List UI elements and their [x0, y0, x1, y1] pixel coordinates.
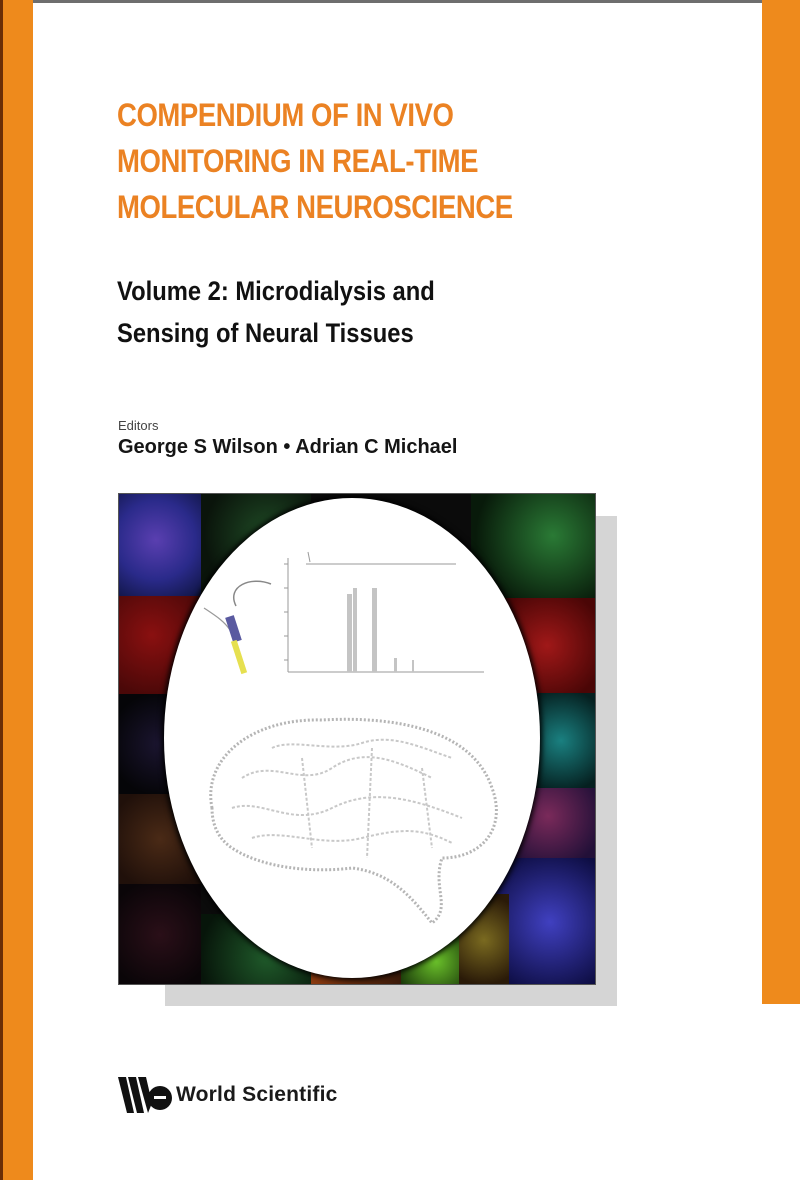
microdialysis-probe-icon: [203, 580, 272, 675]
book-title: COMPENDIUM OF IN VIVO MONITORING IN REAL…: [117, 92, 513, 230]
top-edge-strip: [0, 0, 800, 3]
publisher-name: World Scientific: [176, 1083, 338, 1106]
central-white-ellipse: [164, 498, 540, 978]
title-line-3: MOLECULAR NEUROSCIENCE: [117, 189, 513, 225]
title-line-2: MONITORING IN REAL-TIME: [117, 143, 479, 179]
subtitle-line-2: Sensing of Neural Tissues: [117, 318, 414, 348]
ws-logo-icon: [118, 1077, 172, 1113]
brain-outline-illustration-icon: [209, 717, 498, 926]
right-orange-bar: [762, 0, 800, 1004]
cover-artwork-collage: [118, 493, 596, 985]
volume-subtitle: Volume 2: Microdialysis and Sensing of N…: [117, 270, 435, 354]
subtitle-line-1: Volume 2: Microdialysis and: [117, 276, 435, 306]
title-line-1: COMPENDIUM OF IN VIVO: [117, 97, 454, 133]
editors-names: George S Wilson • Adrian C Michael: [118, 436, 458, 458]
micro-tile-dark-maroon: [119, 884, 201, 984]
editors-label: Editors: [118, 418, 159, 433]
publisher-logo: World Scientific: [118, 1075, 338, 1115]
left-orange-spine-bar: [0, 0, 33, 1180]
micro-tile-blue: [119, 494, 201, 596]
chromatogram-illustration-icon: [284, 551, 484, 673]
